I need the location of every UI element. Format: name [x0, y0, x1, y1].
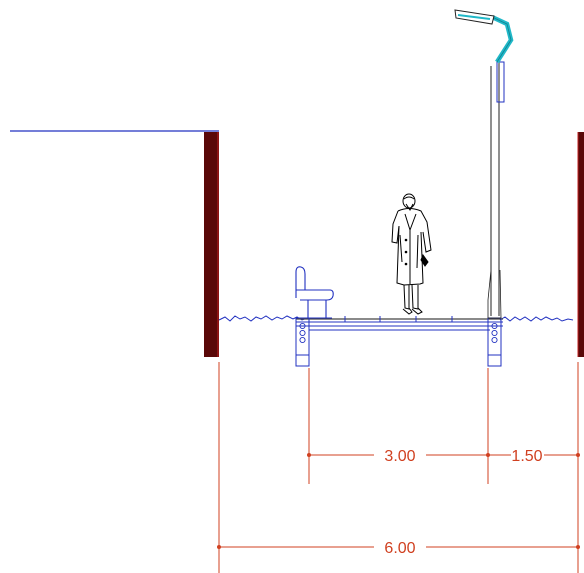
floating-walkway-deck	[296, 316, 503, 331]
street-lamp-icon	[454, 9, 514, 319]
water-surface-right	[499, 316, 574, 322]
left-float-pontoon	[295, 317, 310, 367]
dimension-overall-width: 6.00	[384, 540, 415, 557]
left-retaining-wall	[204, 132, 219, 357]
right-float-pontoon	[487, 317, 502, 367]
dimension-walkway-width: 3.00	[384, 448, 415, 465]
bench-icon	[295, 266, 334, 319]
water-surface-left	[218, 315, 313, 322]
dimension-ticks	[217, 453, 580, 549]
right-retaining-wall	[577, 132, 584, 357]
dimension-verge-width: 1.50	[511, 448, 542, 465]
person-figure-icon	[391, 193, 432, 315]
dimension-lines	[218, 362, 579, 573]
